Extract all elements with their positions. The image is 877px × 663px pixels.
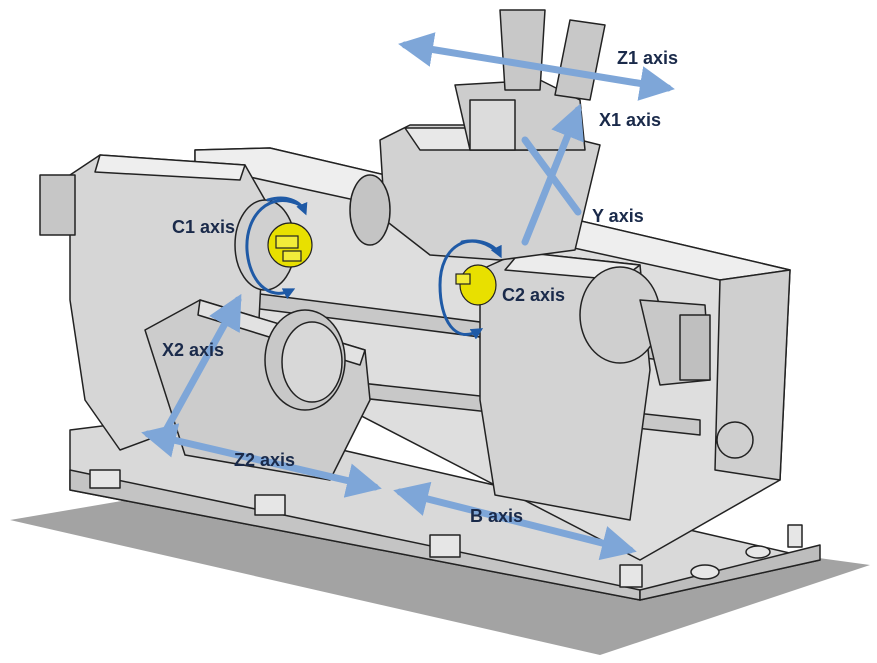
b-axis-arrow [393, 481, 637, 561]
z2-axis-label: Z2 axis [234, 450, 296, 470]
upper-turret [379, 124, 601, 261]
c1-rotation-arrow [245, 199, 302, 300]
y-axis-arrow [521, 136, 582, 216]
floor-shadow [10, 480, 870, 655]
c2-axis-label: C2 axis [502, 285, 566, 305]
x2-axis-arrow [161, 293, 242, 436]
c2-chuck [459, 264, 497, 306]
z1-axis-label: Z1 axis [617, 48, 679, 68]
x1-axis-label: X1 axis [599, 110, 662, 130]
y-axis-label: Y axis [592, 206, 644, 226]
z1-axis-arrow [398, 32, 675, 101]
c1-axis-label: C1 axis [172, 217, 236, 237]
b-axis-label: B axis [470, 506, 524, 526]
z2-axis-arrow [141, 423, 382, 498]
x2-axis-label: X2 axis [162, 340, 225, 360]
